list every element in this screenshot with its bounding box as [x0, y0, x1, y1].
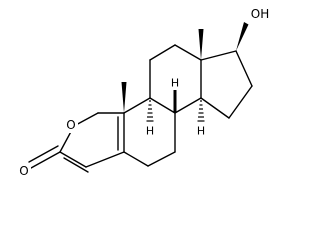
hash-c9-h [146, 100, 154, 122]
bond-c14-c8 [174, 97, 202, 114]
ring-oxygen-label: O [66, 118, 75, 132]
bond-c12-c13 [174, 44, 202, 61]
bond-c3-o-carbonyl-double [28, 145, 59, 163]
wedge-c17-oh [236, 22, 249, 51]
bond-c4-c5 [85, 151, 125, 168]
hash-c14-h [197, 100, 205, 122]
bond-c3-c4 [59, 151, 87, 168]
steroid-lactone-structure: OH O O H H H [19, 7, 270, 178]
wedge-c13-methyl [198, 29, 204, 60]
bond-c6-c7 [147, 151, 176, 167]
wedge-c10-methyl [121, 82, 127, 113]
bond-c13-c17 [200, 50, 237, 61]
bond-c5-c6 [123, 151, 149, 167]
bond-c11-c12 [149, 44, 176, 61]
bond-c16-c15 [228, 85, 253, 119]
bond-c3-c4-double [63, 157, 89, 173]
bond-c15-c14 [200, 97, 230, 119]
bond-c17-c16 [235, 50, 253, 87]
h-c9-label: H [146, 125, 154, 138]
bond-c9-c10 [123, 97, 151, 114]
bond-c3-o-carbonyl [30, 151, 61, 169]
carbonyl-oxygen-label: O [19, 164, 28, 178]
hydroxyl-label: OH [251, 7, 269, 21]
h-c14-label: H [197, 125, 205, 138]
h-c8-label: H [171, 77, 179, 90]
bond-c8-c9 [149, 97, 176, 114]
